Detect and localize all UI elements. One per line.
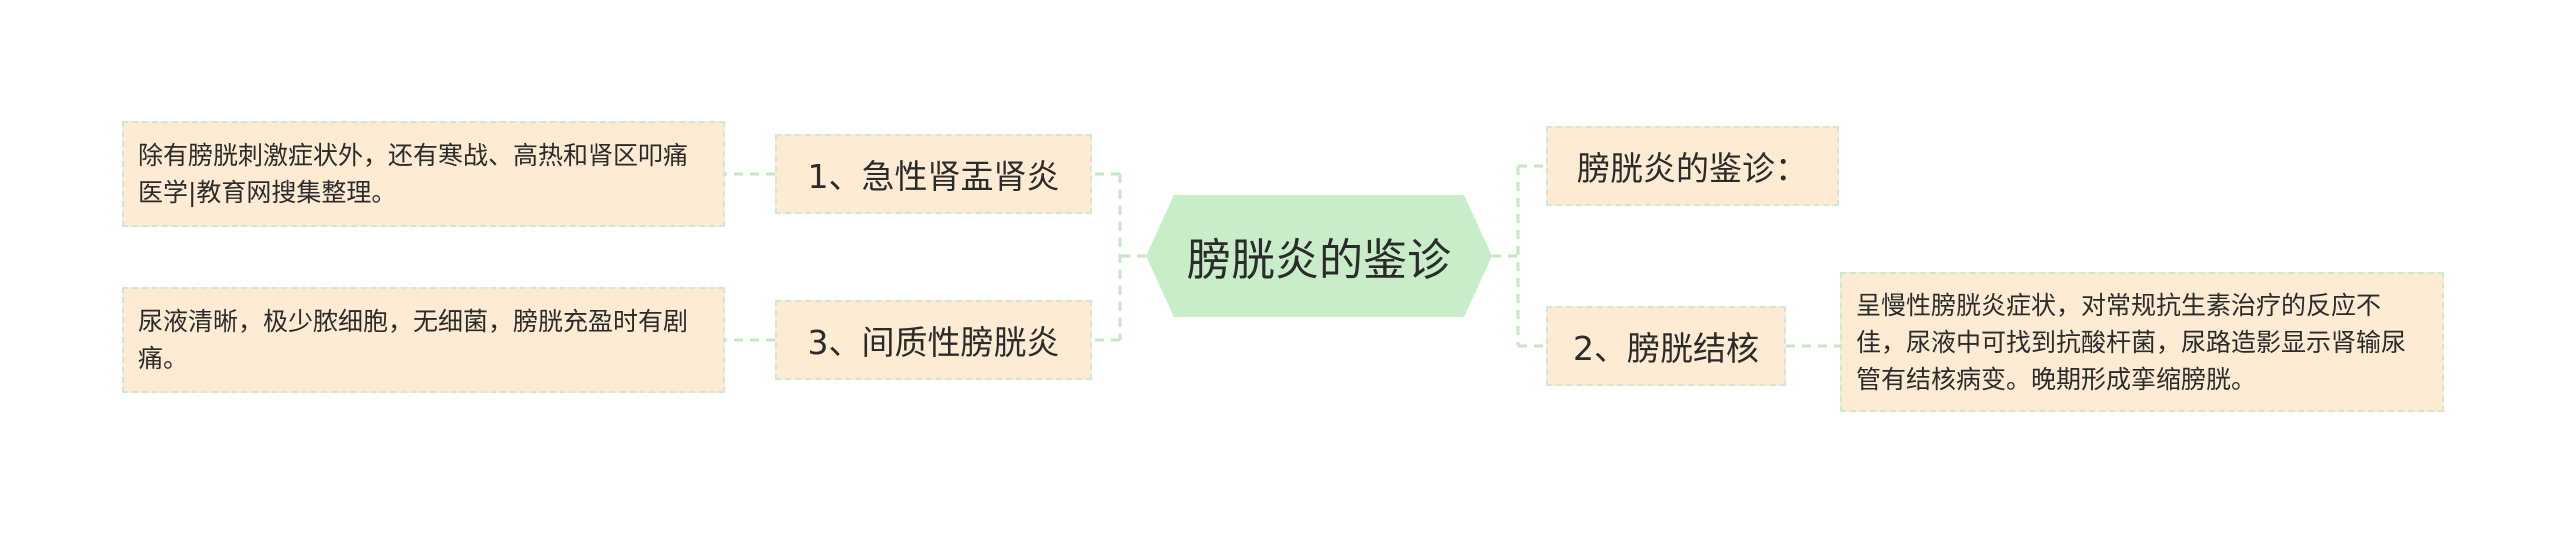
topic-bladder-tuberculosis-label: 2、膀胱结核: [1573, 329, 1759, 368]
topic-acute-pyelonephritis-label: 1、急性肾盂肾炎: [807, 157, 1060, 196]
topic-cystitis-diagnosis-label: 膀胱炎的鉴诊：: [1577, 149, 1808, 188]
detail-acute-pyelonephritis[interactable]: 除有膀胱刺激症状外，还有寒战、高热和肾区叩痛医学|教育网搜集整理。: [122, 121, 725, 227]
connector-center-to-left-branches: [1092, 172, 1146, 342]
topic-acute-pyelonephritis[interactable]: 1、急性肾盂肾炎: [775, 134, 1092, 214]
detail-acute-pyelonephritis-text: 除有膀胱刺激症状外，还有寒战、高热和肾区叩痛医学|教育网搜集整理。: [138, 141, 689, 207]
detail-interstitial-cystitis[interactable]: 尿液清晰，极少脓细胞，无细菌，膀胱充盈时有剧痛。: [122, 287, 725, 393]
topic-cystitis-diagnosis[interactable]: 膀胱炎的鉴诊：: [1546, 126, 1839, 206]
detail-interstitial-cystitis-text: 尿液清晰，极少脓细胞，无细菌，膀胱充盈时有剧痛。: [138, 307, 689, 373]
central-topic-hexagon: [1146, 195, 1492, 317]
central-topic[interactable]: 膀胱炎的鉴诊: [1146, 195, 1492, 317]
detail-bladder-tuberculosis-text: 呈慢性膀胱炎症状，对常规抗生素治疗的反应不佳，尿液中可找到抗酸杆菌，尿路造影显示…: [1856, 290, 2407, 394]
connector-center-to-right-branches: [1492, 164, 1546, 348]
detail-bladder-tuberculosis[interactable]: 呈慢性膀胱炎症状，对常规抗生素治疗的反应不佳，尿液中可找到抗酸杆菌，尿路造影显示…: [1840, 272, 2444, 412]
topic-bladder-tuberculosis[interactable]: 2、膀胱结核: [1546, 306, 1786, 386]
central-topic-label: 膀胱炎的鉴诊: [1187, 235, 1451, 286]
topic-interstitial-cystitis-label: 3、间质性膀胱炎: [807, 323, 1060, 362]
topic-interstitial-cystitis[interactable]: 3、间质性膀胱炎: [775, 300, 1092, 380]
